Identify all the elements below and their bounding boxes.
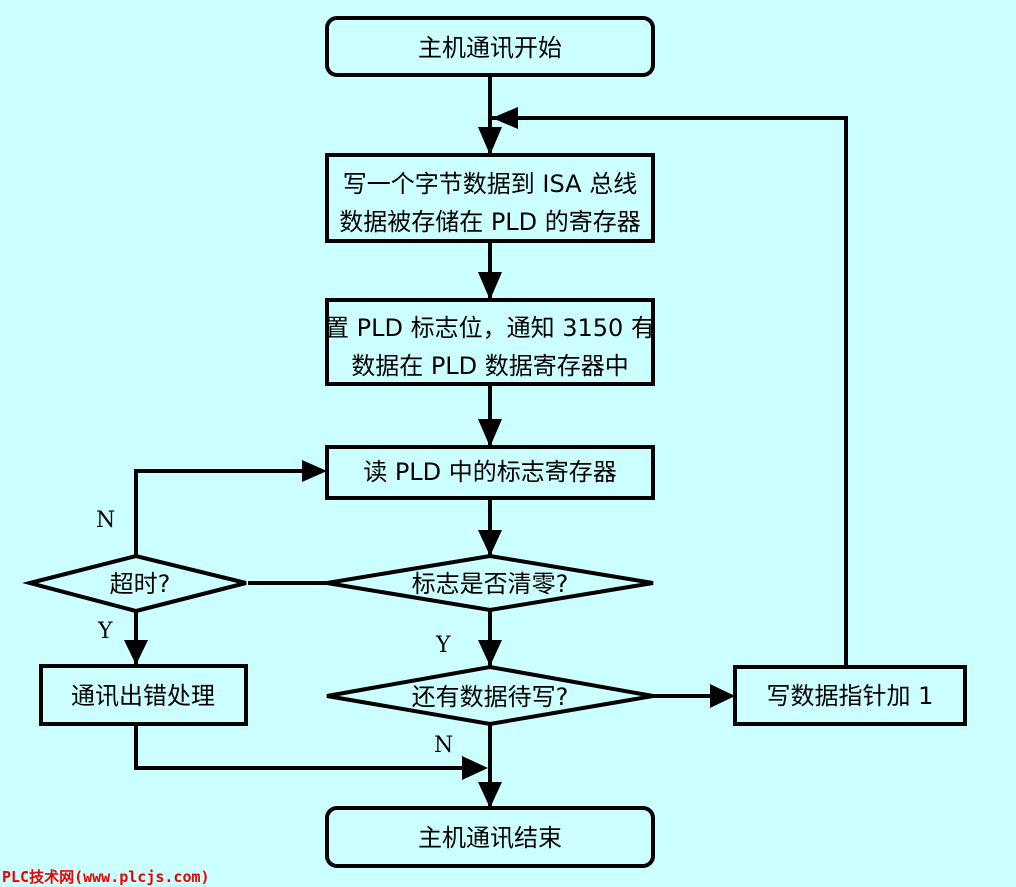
- read-flag-box: [325, 445, 655, 500]
- arrowhead: [478, 419, 502, 447]
- read-flag-label: 读 PLD 中的标志寄存器: [363, 458, 617, 486]
- set-flag-label-line1: 置 PLD 标志位，通知 3150 有: [325, 314, 655, 342]
- flag-cleared-label: 标志是否清零?: [412, 570, 569, 598]
- timeout-no-label: N: [96, 508, 115, 533]
- flag-yes-label: Y: [435, 633, 451, 658]
- arrowhead: [462, 756, 488, 780]
- increment-pointer-label: 写数据指针加 1: [767, 682, 934, 710]
- write-byte-box: [325, 153, 655, 243]
- arrowhead: [492, 107, 518, 129]
- timeout-yes-label: Y: [97, 619, 113, 644]
- watermark: PLC技术网(www.plcjs.com): [2, 868, 210, 886]
- arrowhead: [124, 640, 148, 665]
- arrowhead: [478, 272, 502, 300]
- arrowhead: [478, 530, 502, 556]
- error-handling-box: [39, 664, 248, 726]
- set-flag-box: [325, 298, 655, 386]
- write-byte-label-line1: 写一个字节数据到 ISA 总线: [343, 170, 637, 198]
- set-flag-label-line2: 数据在 PLD 数据寄存器中: [351, 352, 629, 380]
- arrowhead: [478, 640, 502, 666]
- increment-pointer-box: [733, 665, 967, 726]
- edge-error-to-end: [134, 724, 472, 770]
- edge-timeout-no: [134, 469, 310, 555]
- end-terminal: [325, 806, 655, 868]
- start-terminal: [325, 16, 655, 77]
- start-label: 主机通讯开始: [418, 34, 562, 62]
- error-handling-label: 通讯出错处理: [71, 682, 215, 710]
- more-no-label: N: [434, 733, 453, 758]
- arrowhead: [302, 460, 327, 482]
- arrowheads: [124, 107, 735, 808]
- arrowhead: [710, 684, 735, 708]
- timeout-decision: [22, 553, 247, 614]
- write-byte-label-line2: 数据被存储在 PLD 的寄存器: [339, 208, 641, 236]
- end-label: 主机通讯结束: [418, 824, 562, 852]
- arrowhead: [478, 127, 502, 155]
- flag-cleared-decision: [326, 553, 654, 613]
- edge-loop-back: [492, 116, 848, 668]
- more-data-label: 还有数据待写?: [412, 683, 569, 711]
- arrowhead: [478, 782, 502, 808]
- timeout-label: 超时?: [110, 570, 171, 598]
